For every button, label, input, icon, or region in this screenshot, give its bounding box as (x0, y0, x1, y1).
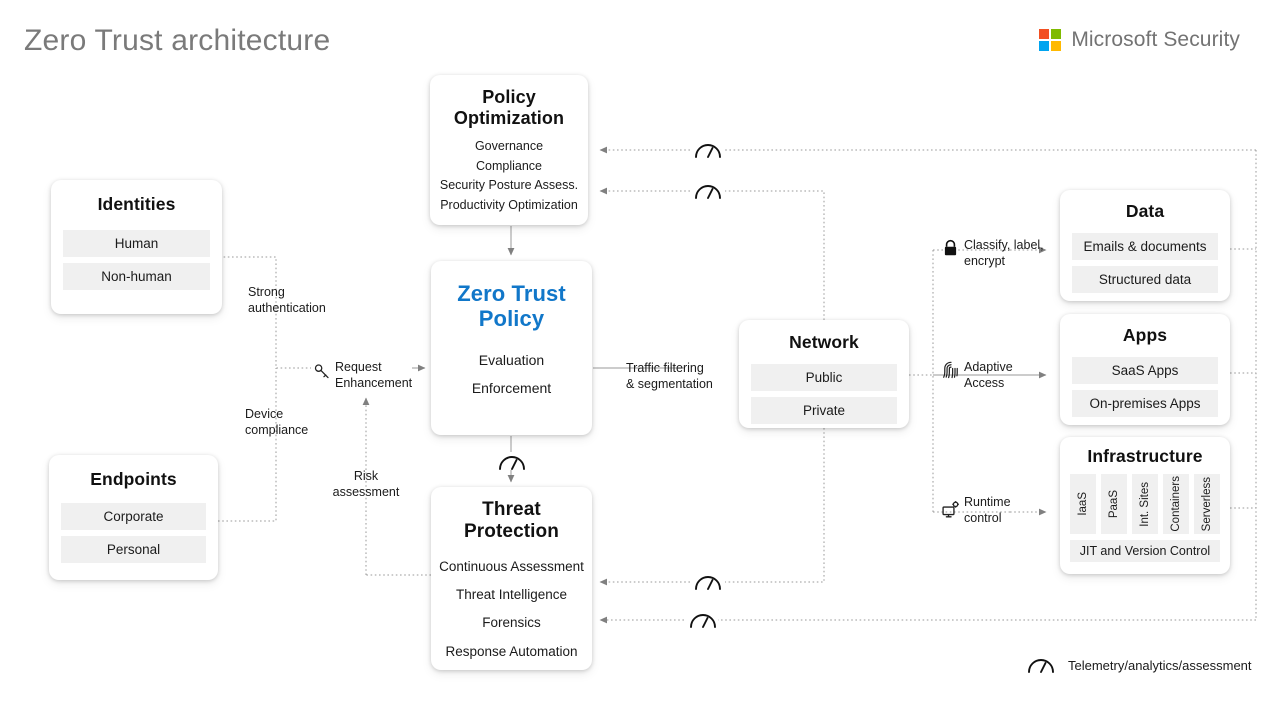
card-item: Productivity Optimization (440, 197, 578, 212)
label-traffic-filtering: Traffic filtering & segmentation (626, 361, 713, 391)
card-item: Enforcement (471, 379, 552, 396)
key-icon (314, 364, 329, 379)
card-item: Evaluation (478, 351, 545, 368)
card-item: Compliance (475, 158, 542, 173)
card-item: Governance (474, 139, 544, 154)
card-title: Network (789, 332, 859, 352)
card-item: Continuous Assessment (439, 558, 584, 574)
label-strong-authentication: Strong authentication (248, 285, 326, 315)
card-data[interactable]: Data Emails & documents Structured data (1060, 190, 1230, 301)
pill-int-sites[interactable]: Int. Sites (1132, 474, 1158, 535)
pill-non-human[interactable]: Non-human (63, 263, 210, 291)
label-runtime-control: Runtime control (964, 495, 1011, 525)
runtime-icon (942, 501, 959, 518)
microsoft-logo-icon (1039, 29, 1062, 51)
label-device-compliance: Device compliance (245, 407, 309, 437)
pill-private[interactable]: Private (751, 397, 897, 425)
brand-name: Microsoft Security (1071, 28, 1240, 51)
card-item: Security Posture Assess. (439, 178, 579, 193)
card-title: Identities (97, 194, 176, 214)
pill-paas[interactable]: PaaS (1101, 474, 1127, 535)
lock-icon (944, 239, 957, 256)
pill-structured-data[interactable]: Structured data (1072, 266, 1218, 294)
card-endpoints[interactable]: Endpoints Corporate Personal (49, 455, 218, 580)
card-apps[interactable]: Apps SaaS Apps On-premises Apps (1060, 314, 1230, 425)
card-zero-trust-policy[interactable]: Zero Trust Policy Evaluation Enforcement (431, 261, 592, 435)
card-policy-optimization[interactable]: Policy Optimization Governance Complianc… (430, 75, 588, 225)
card-item: Forensics (482, 615, 541, 631)
pill-iaas[interactable]: IaaS (1070, 474, 1096, 535)
gauge-icon (499, 456, 525, 470)
card-identities[interactable]: Identities Human Non-human (51, 180, 222, 314)
card-threat-protection[interactable]: Threat Protection Continuous Assessment … (431, 487, 592, 670)
gauge-icon (690, 614, 716, 628)
card-title: Apps (1122, 325, 1168, 345)
pill-public[interactable]: Public (751, 364, 897, 392)
card-title: Threat Protection (464, 499, 559, 542)
card-network[interactable]: Network Public Private (739, 320, 909, 428)
label-request-enhancement: Request Enhancement (335, 360, 413, 390)
gauge-icon (695, 185, 721, 199)
page-title: Zero Trust architecture (24, 24, 331, 57)
gauge-icon (695, 144, 721, 158)
pill-human[interactable]: Human (63, 230, 210, 258)
pill-serverless[interactable]: Serverless (1194, 474, 1220, 535)
gauge-icon (1028, 659, 1054, 673)
card-item: Threat Intelligence (455, 587, 568, 603)
microsoft-security-logo: Microsoft Security (1039, 28, 1240, 52)
card-title: Policy Optimization (453, 87, 565, 128)
pill-label: Serverless (1201, 476, 1213, 532)
card-title: Zero Trust Policy (457, 281, 566, 332)
pill-emails-documents[interactable]: Emails & documents (1072, 233, 1218, 261)
card-infrastructure[interactable]: Infrastructure IaaS PaaS Int. Sites Cont… (1060, 437, 1230, 574)
pill-jit-version-control[interactable]: JIT and Version Control (1070, 540, 1220, 563)
card-title: Endpoints (90, 469, 177, 489)
legend: Telemetry/analytics/assessment (1026, 655, 1252, 675)
pill-corporate[interactable]: Corporate (61, 503, 206, 531)
pill-on-premises-apps[interactable]: On-premises Apps (1072, 390, 1218, 418)
pill-label: PaaS (1108, 490, 1120, 519)
gauge-icon (695, 576, 721, 590)
pill-personal[interactable]: Personal (61, 536, 206, 564)
pill-label: Containers (1170, 476, 1182, 532)
card-title: Data (1125, 201, 1165, 221)
card-title: Infrastructure (1087, 446, 1203, 466)
pill-containers[interactable]: Containers (1163, 474, 1189, 535)
label-risk-assessment: Risk assessment (332, 469, 400, 499)
label-adaptive-access: Adaptive Access (964, 360, 1013, 390)
pill-saas-apps[interactable]: SaaS Apps (1072, 357, 1218, 385)
card-item: Response Automation (445, 643, 578, 659)
label-classify-label-encrypt: Classify, label, encrypt (964, 238, 1044, 268)
legend-label: Telemetry/analytics/assessment (1068, 657, 1252, 673)
pill-label: IaaS (1077, 492, 1089, 516)
pill-label: Int. Sites (1139, 481, 1151, 527)
fingerprint-icon (943, 361, 958, 379)
